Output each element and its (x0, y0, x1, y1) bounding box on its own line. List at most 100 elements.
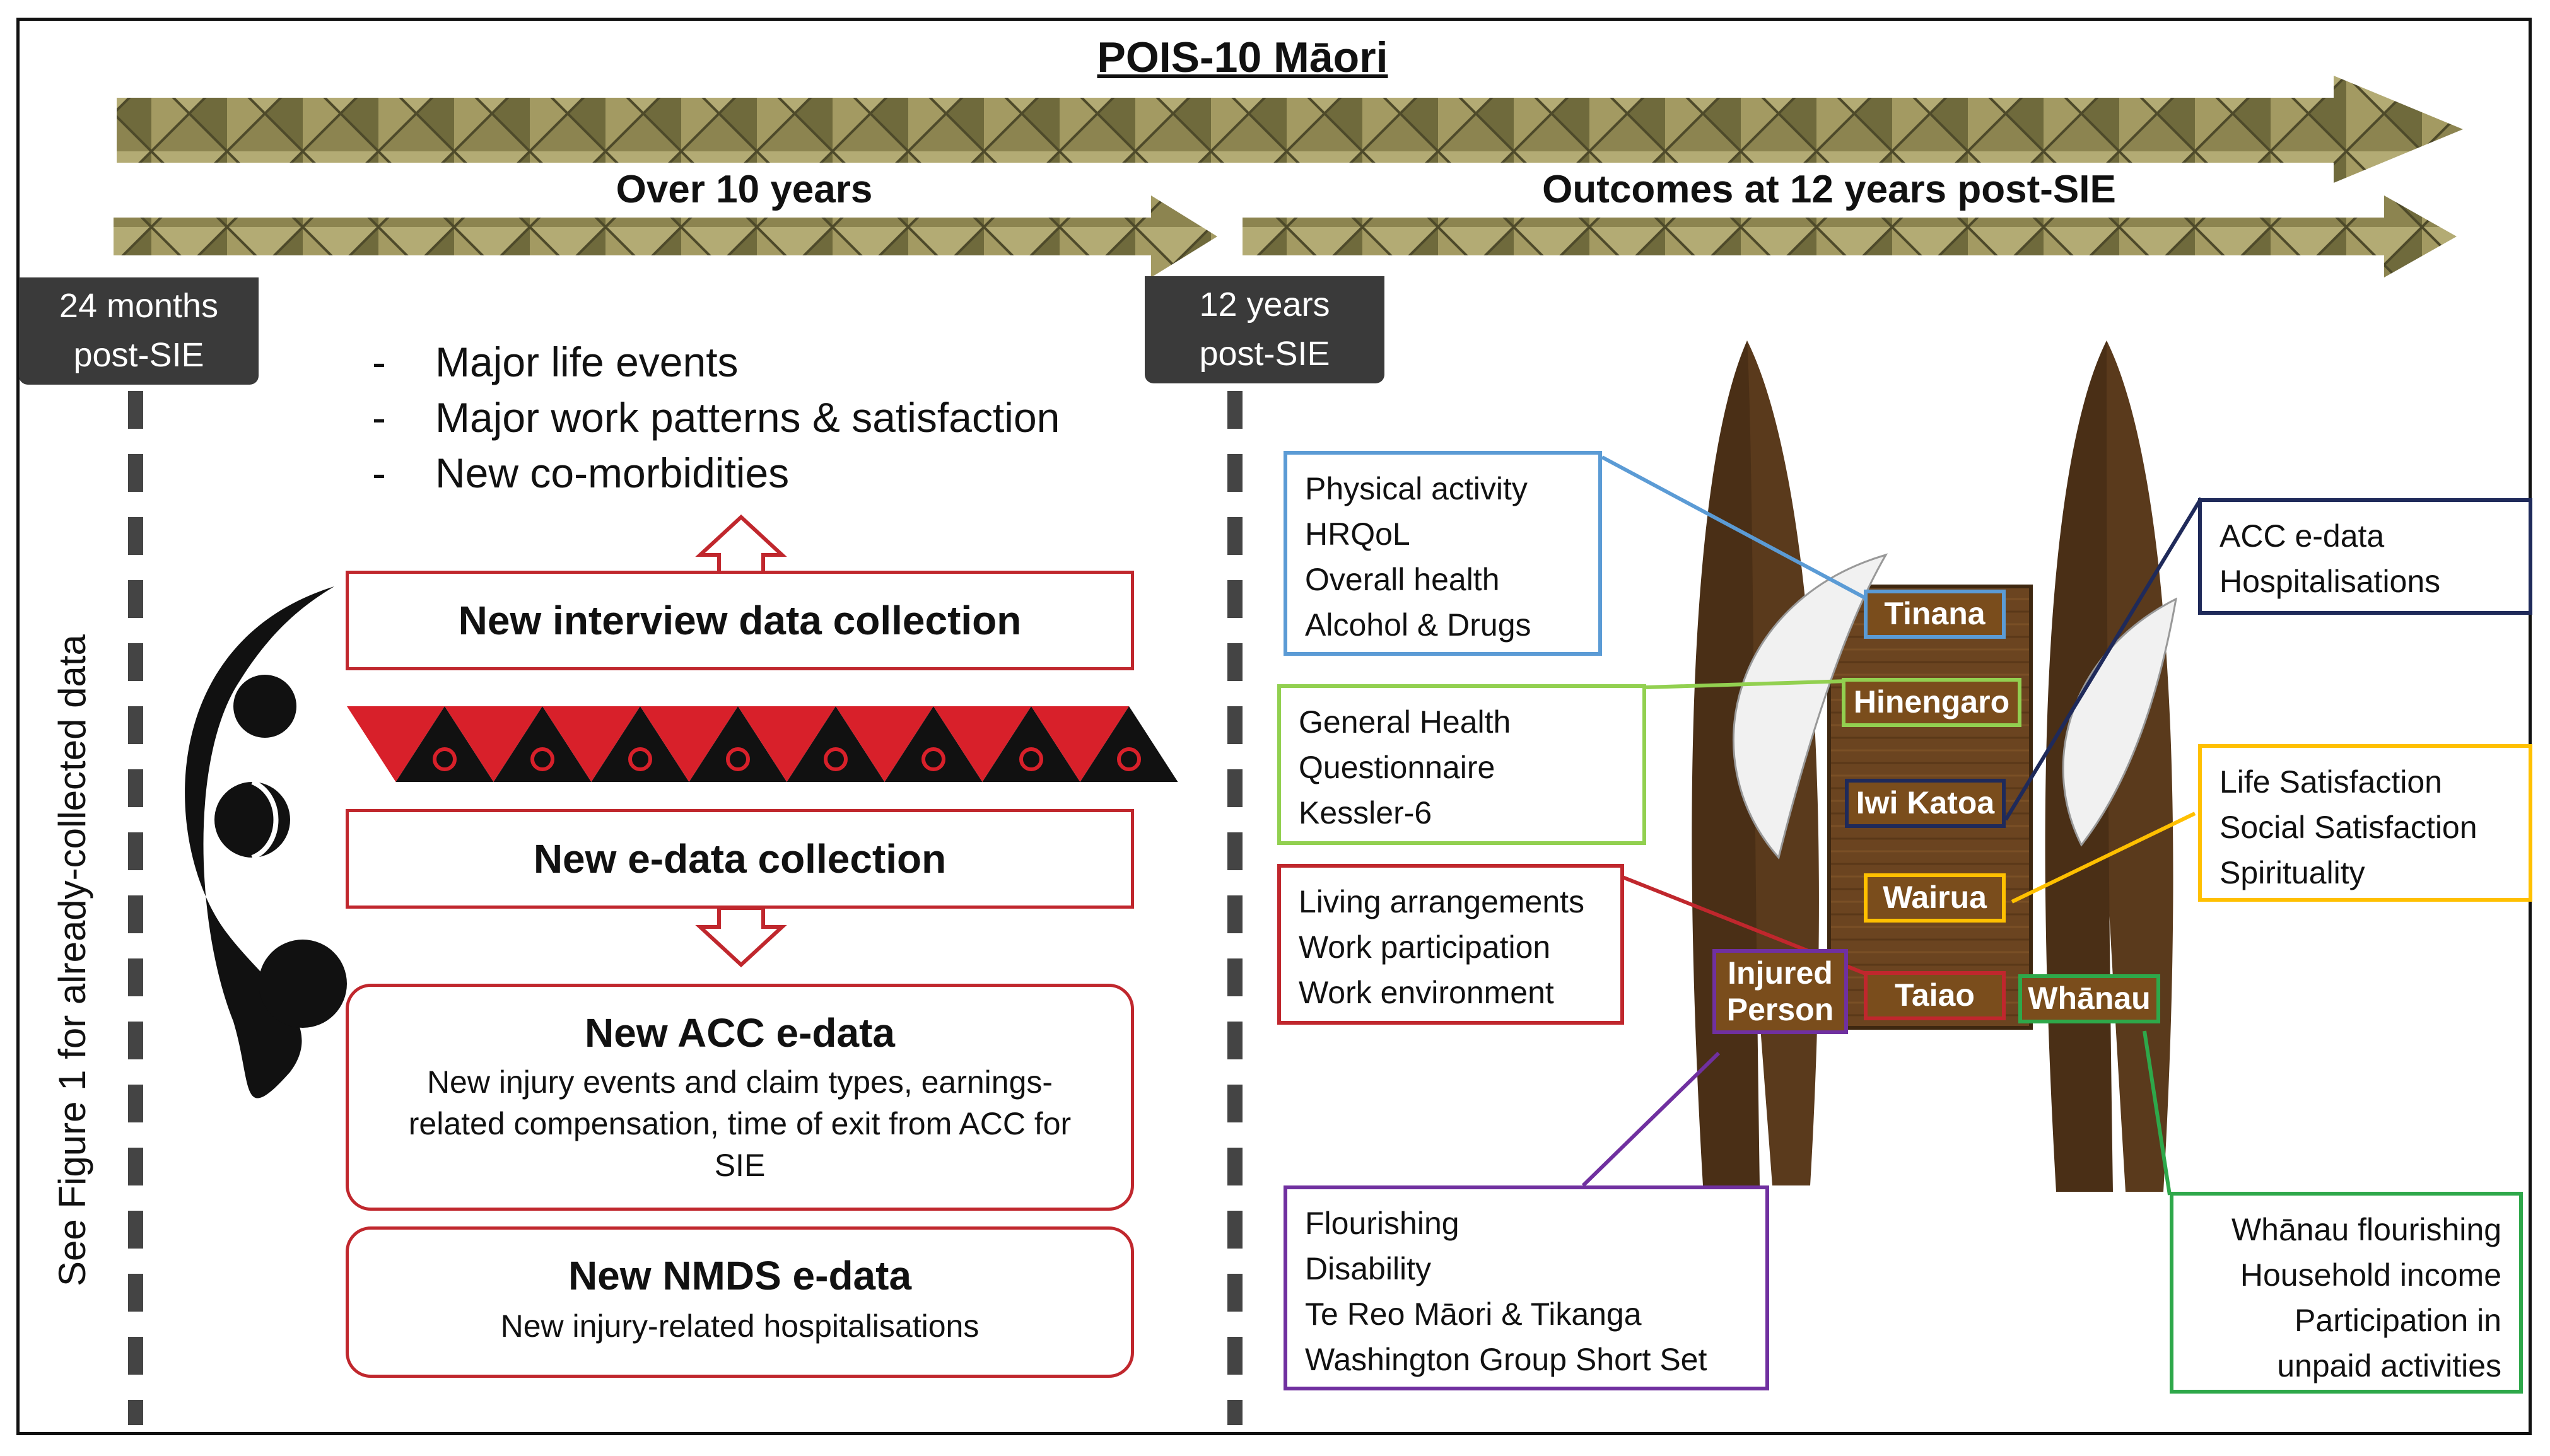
timepoint-24-months-line1: 24 months (59, 287, 219, 325)
acc-edata-line: SIE (714, 1148, 766, 1183)
interview-topics-list: -Major life events -Major work patterns … (372, 334, 1060, 501)
up-arrow (695, 514, 787, 576)
nmds-edata-box: New NMDS e-data New injury-related hospi… (346, 1226, 1134, 1378)
band-triangle-black (395, 706, 494, 782)
connector-whanau (2143, 1030, 2172, 1196)
timepoint-24-months-line2: post-SIE (73, 336, 204, 374)
outcome-item: Social Satisfaction (2220, 810, 2477, 845)
band-koru-mark (824, 747, 848, 771)
band-triangle-red (1031, 706, 1129, 782)
label-hinengaro: Hinengaro (1842, 678, 2021, 727)
outcome-box-hinengaro: General Health Questionnaire Kessler-6 (1277, 684, 1646, 845)
band-koru-mark (530, 747, 554, 771)
double-canoe (1692, 341, 2177, 1192)
outcome-item: Life Satisfaction (2220, 764, 2442, 800)
band-koru-mark (726, 747, 750, 771)
edata-collection-label: New e-data collection (533, 836, 947, 882)
band-triangle-red (347, 706, 445, 782)
band-triangle-red (640, 706, 738, 782)
right-arrow (1243, 195, 2457, 277)
topic-item: -New co-morbidities (372, 450, 790, 496)
edata-collection-box: New e-data collection (346, 809, 1134, 909)
band-triangle-black (1080, 706, 1178, 782)
injured-person-line: Person (1726, 991, 1834, 1027)
nmds-edata-line: New injury-related hospitalisations (500, 1308, 980, 1344)
band-triangle-red (933, 706, 1031, 782)
outcome-item: Household income (2240, 1257, 2501, 1293)
label-iwi-katoa: Iwi Katoa (1845, 779, 2006, 828)
interview-collection-box: New interview data collection (346, 571, 1134, 670)
band-triangle-black (689, 706, 787, 782)
outcome-box-iwi-katoa: ACC e-data Hospitalisations (2198, 498, 2532, 615)
acc-edata-line: related compensation, time of exit from … (408, 1106, 1072, 1141)
main-arrow (117, 76, 2463, 183)
outcome-item: General Health (1299, 704, 1511, 740)
outcome-item: Disability (1305, 1251, 1432, 1286)
outcome-item: HRQoL (1305, 516, 1410, 552)
outcome-item: ACC e-data (2220, 518, 2385, 554)
figure-frame (16, 18, 2532, 1435)
outcomes-label: Outcomes at 12 years post-SIE (1542, 168, 2116, 211)
band-koru-mark (921, 747, 945, 771)
connector-iwi-katoa (2004, 497, 2203, 821)
down-arrow (695, 906, 787, 968)
label-injured-person: Injured Person (1712, 949, 1848, 1034)
koru-graphic (185, 586, 347, 1098)
band-koru-mark (1117, 747, 1141, 771)
outcome-item: Kessler-6 (1299, 795, 1432, 830)
main-title: POIS-10 Māori (1097, 33, 1388, 81)
outcome-item: Alcohol & Drugs (1305, 607, 1531, 643)
outcome-box-taiao: Living arrangements Work participation W… (1277, 864, 1624, 1025)
band-triangle-red (836, 706, 933, 782)
band-triangle-black (591, 706, 689, 782)
outcome-item: Questionnaire (1299, 750, 1495, 785)
topic-item: -Major life events (372, 339, 739, 385)
connector-injured (1581, 1051, 1721, 1187)
injured-person-line: Injured (1728, 955, 1833, 991)
outcome-item: Work participation (1299, 929, 1551, 965)
band-triangle-red (542, 706, 640, 782)
outcome-item: Hospitalisations (2220, 564, 2441, 599)
timepoint-12-years-line2: post-SIE (1199, 335, 1330, 373)
outcome-item: Te Reo Māori & Tikanga (1305, 1296, 1642, 1332)
label-wairua: Wairua (1864, 873, 2006, 923)
outcome-item: Spirituality (2220, 855, 2365, 890)
outcome-item: Overall health (1305, 562, 1500, 597)
timepoint-12-years: 12 years post-SIE (1145, 276, 1384, 383)
timepoint-12-years-line1: 12 years (1199, 286, 1330, 323)
outcome-item: Washington Group Short Set (1305, 1342, 1707, 1377)
band-triangle-black (982, 706, 1080, 782)
outcome-item: Whānau flourishing (2231, 1212, 2501, 1247)
topic-item: -Major work patterns & satisfaction (372, 394, 1060, 441)
band-triangle-black (884, 706, 983, 782)
side-note: See Figure 1 for already-collected data (51, 634, 93, 1286)
tukutuku-band (347, 706, 1178, 782)
outcome-item: Flourishing (1305, 1206, 1459, 1241)
over-10-years-label: Over 10 years (616, 168, 873, 211)
label-tinana: Tinana (1864, 590, 2006, 639)
band-triangle-black (787, 706, 885, 782)
outcome-box-tinana: Physical activity HRQoL Overall health A… (1284, 451, 1602, 656)
timepoint-24-months: 24 months post-SIE (19, 277, 259, 385)
outcome-box-injured-person: Flourishing Disability Te Reo Māori & Ti… (1284, 1185, 1769, 1390)
nmds-edata-title: New NMDS e-data (568, 1253, 912, 1298)
outcome-box-wairua: Life Satisfaction Social Satisfaction Sp… (2198, 744, 2532, 902)
connector-tinana (1601, 455, 1874, 604)
band-koru-mark (433, 747, 457, 771)
band-triangle-black (493, 706, 592, 782)
band-triangle-red (738, 706, 836, 782)
outcome-box-whanau: Whānau flourishing Household income Part… (2170, 1192, 2523, 1394)
label-taiao: Taiao (1864, 971, 2006, 1020)
outcome-item: Physical activity (1305, 471, 1528, 506)
band-triangle-red (445, 706, 542, 782)
outcome-item: Work environment (1299, 975, 1554, 1010)
outcome-item: unpaid activities (2277, 1348, 2501, 1383)
label-whanau: Whānau (2018, 974, 2160, 1023)
outcome-item: Living arrangements (1299, 884, 1585, 919)
connector-hinengaro (1646, 679, 1849, 689)
acc-edata-box: New ACC e-data New injury events and cla… (346, 984, 1134, 1211)
band-koru-mark (628, 747, 652, 771)
connector-wairua (2011, 812, 2196, 904)
acc-edata-title: New ACC e-data (585, 1010, 895, 1056)
left-arrow (114, 195, 1217, 277)
